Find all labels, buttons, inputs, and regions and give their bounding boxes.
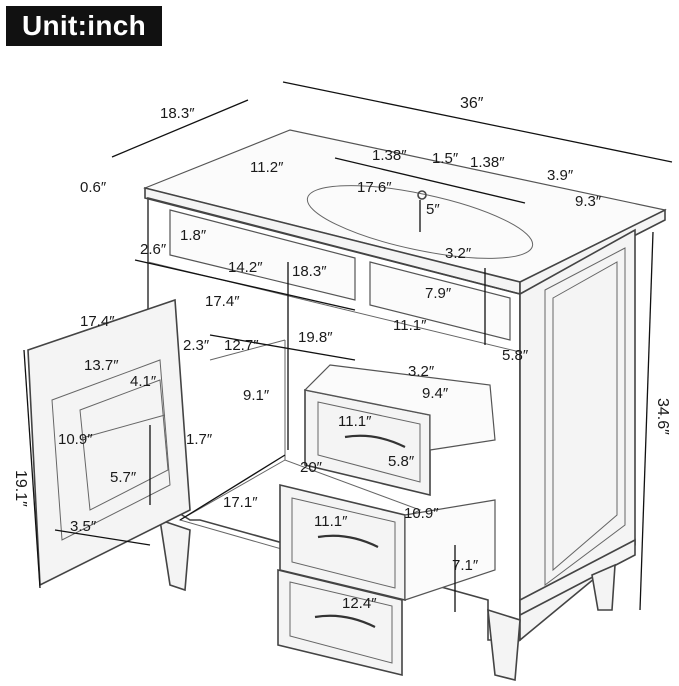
label-door-height: 19.1″: [12, 470, 29, 507]
label-shelf-depth: 19.8″: [298, 329, 333, 346]
label-gap-b: 1.5″: [432, 150, 459, 167]
label-drawer-gap: 3.2″: [445, 245, 472, 262]
label-inner-height: 12.7″: [224, 337, 259, 354]
label-false-front-offset: 2.6″: [140, 241, 167, 258]
label-top-depth: 18.3″: [160, 105, 195, 122]
label-basin-depth: 5″: [426, 201, 440, 218]
open-door: [27, 298, 191, 587]
cabinet-interior: [178, 339, 422, 561]
label-hinge-height: 1.8″: [180, 227, 207, 244]
drawer-1: [303, 364, 496, 497]
label-door-width: 17.4″: [80, 313, 115, 330]
label-inner-width: 17.4″: [205, 293, 240, 310]
label-drawer1-depth: 9.4″: [422, 385, 449, 402]
label-inner-small: 2.3″: [183, 337, 210, 354]
label-drawer2-height: 7.1″: [452, 557, 479, 574]
label-gap-c: 1.38″: [470, 154, 505, 171]
label-gap-a: 1.38″: [372, 147, 407, 164]
label-floor-width: 17.1″: [223, 494, 258, 511]
label-floor-depth: 20″: [300, 459, 323, 476]
label-false-drawer-width: 14.2″: [228, 259, 263, 276]
dimension-lines: [23, 81, 673, 612]
unit-badge: Unit:inch: [6, 6, 162, 46]
label-faucet-edge: 3.9″: [547, 167, 574, 184]
legs: [159, 518, 616, 682]
label-rail-width: 11.1″: [393, 317, 427, 334]
label-total-height: 34.6″: [654, 398, 671, 435]
label-cabinet-height-inner: 9.1″: [243, 387, 270, 404]
dimension-labels: 18.3″ 36″ 0.6″ 1.38″ 1.5″ 1.38″ 11.2″ 17…: [12, 95, 671, 612]
label-door-inner-width: 13.7″: [84, 357, 119, 374]
label-side-depth: 9.3″: [575, 193, 602, 210]
label-door-offset: 1.7″: [186, 431, 213, 448]
basin: [306, 185, 534, 259]
label-drawer2-depth: 10.9″: [404, 505, 439, 522]
label-interior-depth: 18.3″: [292, 263, 327, 280]
label-drawer3-width: 12.4″: [342, 595, 377, 612]
label-shelf-gap: 4.1″: [130, 373, 157, 390]
label-door-panel-inner: 5.7″: [110, 469, 137, 486]
label-door-bottom: 3.5″: [70, 518, 97, 535]
label-drawer1-height: 5.8″: [388, 453, 415, 470]
label-door-panel-height: 10.9″: [58, 431, 93, 448]
label-drawer1-width: 11.1″: [338, 413, 372, 430]
label-drawer2-width: 11.1″: [314, 513, 348, 530]
drawer-2: [279, 483, 496, 602]
label-right-drawer-height: 5.8″: [502, 347, 529, 364]
label-basin-side: 11.2″: [250, 159, 284, 176]
label-small-drawer-width: 7.9″: [425, 285, 452, 302]
label-top-width: 36″: [460, 95, 484, 112]
drawer-3: [277, 568, 403, 677]
label-top-thickness: 0.6″: [80, 179, 107, 196]
label-basin-width: 17.6″: [357, 179, 392, 196]
label-drawer1-gap: 3.2″: [408, 363, 435, 380]
cabinet-side-panel: [519, 228, 636, 642]
